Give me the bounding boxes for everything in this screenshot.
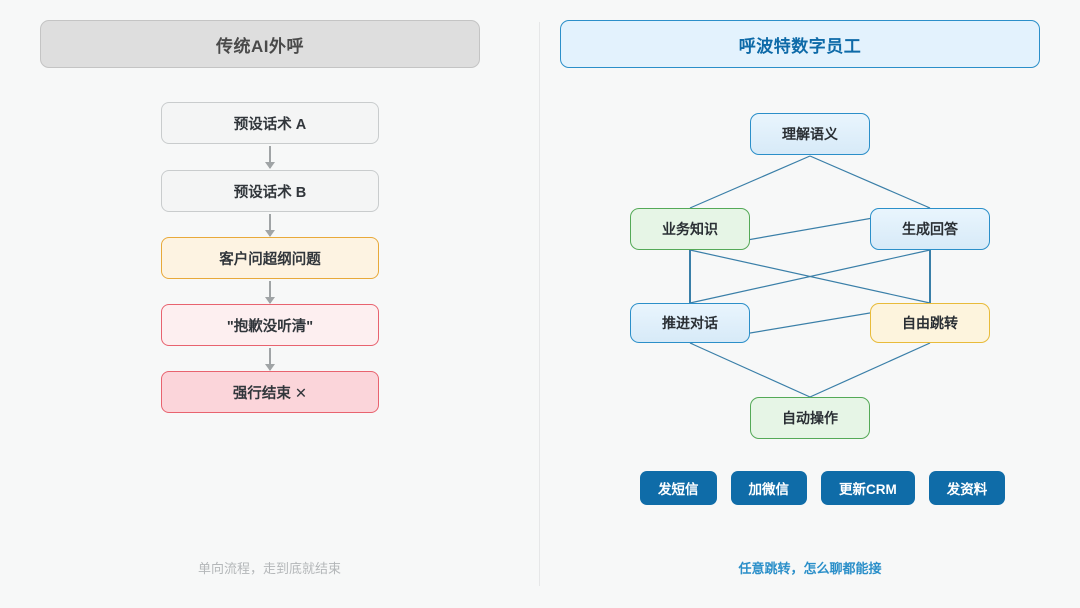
action-pill-wechat[interactable]: 加微信 (730, 471, 807, 505)
flow-step-5: 强行结束 ✕ (161, 371, 379, 413)
action-pill-crm[interactable]: 更新CRM (821, 471, 915, 505)
flow-arrow-2 (265, 214, 275, 237)
flow-arrow-4 (265, 348, 275, 371)
footer-caption-digital: 任意跳转，怎么聊都能接 (738, 561, 882, 576)
action-pill-sms[interactable]: 发短信 (640, 471, 717, 505)
panel-title-traditional: 传统AI外呼 (40, 20, 480, 68)
panel-title-digital: 呼波特数字员工 (560, 20, 1040, 68)
node-understand-semantics[interactable]: 理解语义 (750, 113, 870, 155)
footer-caption-traditional: 单向流程，走到底就结束 (197, 561, 341, 576)
flow-step-4: "抱歉没听清" (161, 304, 379, 346)
node-business-knowledge[interactable]: 业务知识 (630, 208, 750, 250)
node-auto-operation[interactable]: 自动操作 (750, 397, 870, 439)
node-advance-dialogue[interactable]: 推进对话 (630, 303, 750, 343)
flow-step-3: 客户问超纲问题 (161, 237, 379, 279)
flow-arrow-3 (265, 281, 275, 304)
panel-divider (539, 22, 540, 586)
action-pill-material[interactable]: 发资料 (928, 471, 1006, 505)
network-edges (689, 155, 931, 398)
panel-traditional-ai: 传统AI外呼 预设话术 A 预设话术 B 客户问超纲问题 "抱歉没听清" 强行结… (0, 0, 539, 608)
action-pill-group: 发短信 加微信 更新CRM 发资料 (640, 471, 1006, 505)
flow-step-2: 预设话术 B (161, 170, 379, 212)
node-generate-answer[interactable]: 生成回答 (870, 208, 990, 250)
flow-step-1: 预设话术 A (161, 102, 379, 144)
flow-arrow-1 (265, 146, 275, 169)
panel-digital-employee: 呼波特数字员工 (540, 0, 1080, 608)
node-free-jump[interactable]: 自由跳转 (870, 303, 990, 343)
